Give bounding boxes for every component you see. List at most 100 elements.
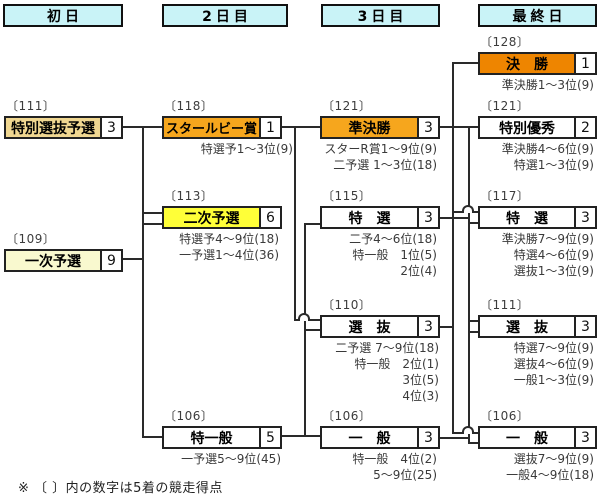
stage-box: 特 選 3 <box>320 206 440 229</box>
stage-box: 一 般 3 <box>320 426 440 449</box>
feeder-note: 選抜1〜3位(9) <box>513 264 594 278</box>
feeder-note: 一予選5〜9位(45) <box>181 452 281 466</box>
connector-line <box>122 258 142 260</box>
feeder-notes: 選抜7〜9位(9) 一般4〜9位(18) <box>478 451 594 483</box>
race-count: 6 <box>259 208 280 227</box>
feeder-note: 選抜7〜9位(9) <box>513 452 594 466</box>
feeder-notes: 特選予1〜3位(9) <box>162 141 293 157</box>
stage-label: 特別優秀 <box>499 120 555 137</box>
stage-box: 一 般 3 <box>478 426 597 449</box>
connector-line <box>440 437 468 439</box>
stage-node-ippan-final: 〔106〕 一 般 3 選抜7〜9位(9)一般4〜9位(18) <box>478 409 597 483</box>
feeder-notes: 特選予4〜9位(18) 一予選1〜4位(36) <box>162 231 279 263</box>
feeder-notes: 特選7〜9位(9)選抜4〜6位(9)一般1〜3位(9) <box>478 340 594 388</box>
stage-node-senbatsu-final: 〔111〕 選 抜 3 特選7〜9位(9)選抜4〜6位(9)一般1〜3位(9) <box>478 298 597 388</box>
feeder-note: 二予選 7〜9位(18) <box>335 341 439 355</box>
stage-label: 決 勝 <box>506 56 548 73</box>
stage-label: 一 般 <box>348 430 391 447</box>
connector-line <box>142 126 144 438</box>
feeder-notes: 二予4〜6位(18)特一般 1位(5)2位(4) <box>320 231 437 279</box>
stage-node-kessho: 〔128〕 決 勝 1 準決勝1〜3位(9) <box>478 35 597 93</box>
stage-box: 一次予選 9 <box>4 249 123 272</box>
race-count: 1 <box>574 54 595 73</box>
connector-line <box>294 319 300 321</box>
feeder-notes: スターR賞1〜9位(9)二予選 1〜3位(18) <box>320 141 437 173</box>
race-count: 3 <box>574 428 595 447</box>
race-count: 3 <box>100 118 121 137</box>
connector-line <box>440 217 468 219</box>
race-count: 3 <box>417 208 438 227</box>
stage-node-ippan-day3: 〔106〕 一 般 3 特一般 4位(2)5〜9位(25) <box>320 409 440 483</box>
points-label: 〔109〕 <box>6 232 56 246</box>
feeder-note: 特選予4〜9位(18) <box>179 232 279 246</box>
race-count: 1 <box>259 118 280 137</box>
points-label: 〔118〕 <box>164 99 214 113</box>
connector-line <box>308 319 320 321</box>
feeder-note: 準決勝7〜9位(9) <box>501 232 594 246</box>
points-label: 〔111〕 <box>6 99 56 113</box>
stage-node-ichiji-yosen: 〔109〕 一次予選 9 <box>4 232 123 274</box>
feeder-note: スターR賞1〜9位(9) <box>324 142 437 156</box>
feeder-note: 特一般 2位(1) <box>354 357 439 371</box>
stage-label: 一 般 <box>506 430 548 447</box>
feeder-note: 二予4〜6位(18) <box>349 232 437 246</box>
stage-box: 選 抜 3 <box>320 315 440 338</box>
stage-label: 二次予選 <box>183 210 240 227</box>
stage-box: 準決勝 3 <box>320 116 440 139</box>
feeder-note: 特一般 1位(5) <box>352 248 437 262</box>
connector-line <box>440 326 452 328</box>
stage-box: 二次予選 6 <box>162 206 282 229</box>
day-header-3: 最終日 <box>478 4 597 27</box>
connector-line <box>468 126 470 443</box>
connector-line <box>473 211 478 213</box>
stage-label: 選 抜 <box>506 319 548 336</box>
connector-line <box>142 436 162 438</box>
stage-node-tokusen-final: 〔117〕 特 選 3 準決勝7〜9位(9)特選4〜6位(9)選抜1〜3位(9) <box>478 189 597 279</box>
points-label: 〔128〕 <box>480 35 530 49</box>
feeder-note: 一予選1〜4位(36) <box>179 248 279 262</box>
stage-label: 準決勝 <box>348 120 391 137</box>
connector-line <box>468 331 478 333</box>
points-label: 〔121〕 <box>322 99 372 113</box>
points-label: 〔110〕 <box>322 298 372 312</box>
points-label: 〔106〕 <box>322 409 372 423</box>
day-header-label: 最終日 <box>512 8 567 25</box>
feeder-notes: 準決勝1〜3位(9) <box>478 77 594 93</box>
day-header-0: 初日 <box>3 4 123 27</box>
feeder-note: 特選1〜3位(9) <box>513 158 594 172</box>
connector-line <box>280 435 320 437</box>
connector-line <box>282 126 320 128</box>
connector-line <box>452 432 463 434</box>
points-label: 〔106〕 <box>164 409 214 423</box>
crossover-arc <box>462 426 474 434</box>
points-label: 〔113〕 <box>164 189 214 203</box>
stage-node-toku-ippan: 〔106〕 特一般 5 一予選5〜9位(45) <box>162 409 282 467</box>
connector-line <box>452 62 454 434</box>
race-count: 9 <box>100 251 121 270</box>
day-header-2: 3日目 <box>321 4 440 27</box>
feeder-note: 準決勝4〜6位(9) <box>501 142 594 156</box>
stage-box: 特別選抜予選 3 <box>4 116 123 139</box>
race-count: 2 <box>574 118 595 137</box>
stage-label: 特 選 <box>506 210 548 227</box>
points-label: 〔111〕 <box>480 298 530 312</box>
points-label: 〔121〕 <box>480 99 530 113</box>
stage-box: 選 抜 3 <box>478 315 597 338</box>
connector-line <box>294 126 296 321</box>
race-count: 3 <box>574 208 595 227</box>
feeder-note: 選抜4〜6位(9) <box>513 357 594 371</box>
stage-box: 特別優秀 2 <box>478 116 597 139</box>
feeder-note: 一般4〜9位(18) <box>506 468 594 482</box>
race-count: 3 <box>574 317 595 336</box>
day-header-label: 3日目 <box>357 8 408 25</box>
feeder-note: 5〜9位(25) <box>373 468 437 482</box>
footnote: ※ 〔 〕内の数字は5着の競走得点 <box>18 481 223 496</box>
connector-line <box>468 320 478 322</box>
connector-line <box>452 211 463 213</box>
feeder-notes: 準決勝4〜6位(9) 特選1〜3位(9) <box>478 141 594 173</box>
stage-node-senbatsu-day3: 〔110〕 選 抜 3 二予選 7〜9位(18)特一般 2位(1)3位(5)4位… <box>320 298 440 404</box>
stage-label: 一次予選 <box>25 253 81 270</box>
race-count: 5 <box>259 428 280 447</box>
feeder-note: 準決勝1〜3位(9) <box>501 78 594 92</box>
day-header-label: 初日 <box>47 8 83 25</box>
